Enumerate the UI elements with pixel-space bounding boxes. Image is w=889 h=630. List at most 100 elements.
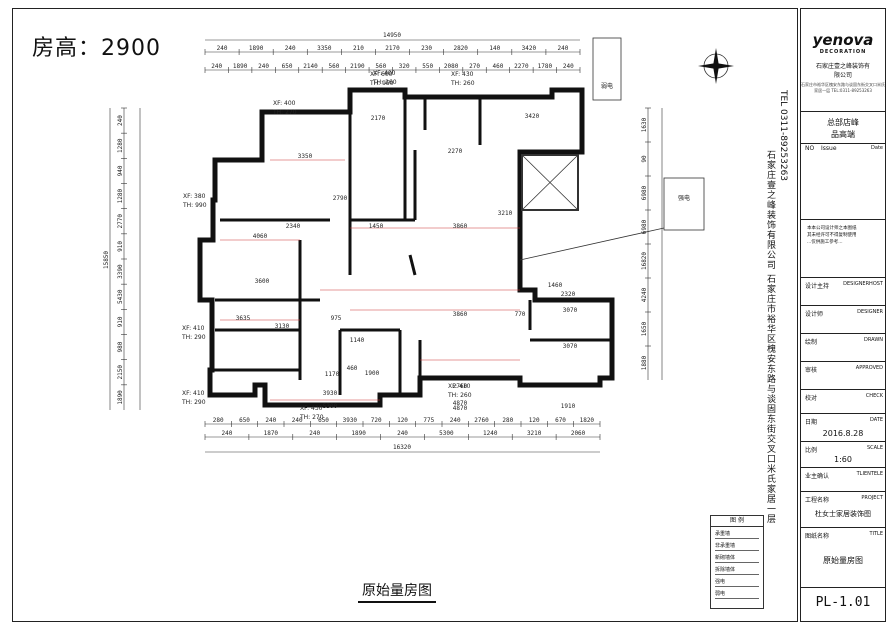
dim-bottom-1: 240	[450, 417, 461, 424]
room-dim: 3860	[453, 311, 468, 318]
dim-left: 1890	[117, 390, 124, 405]
ceiling-mark: TH: 950	[369, 80, 394, 87]
elevator-cross-2	[521, 154, 579, 211]
dim-top-2: 240	[563, 63, 574, 70]
dim-bottom-1: 240	[265, 417, 276, 424]
scale-value: 1:60	[834, 455, 852, 464]
dim-right: 1880	[641, 355, 648, 370]
dim-bottom-1: 240	[292, 417, 303, 424]
design-lead-en: DESIGNERHOST	[843, 281, 883, 287]
legend-row: 非承重墙	[715, 542, 759, 551]
dim-bottom-1: 3930	[343, 417, 358, 424]
ceiling-mark: TH: 290	[181, 334, 206, 341]
logo-subtitle: DECORATION	[819, 49, 867, 55]
dim-bottom-2: 2060	[571, 430, 586, 437]
dim-bottom-total: 16320	[393, 444, 411, 451]
room-dim: 1460	[548, 282, 563, 289]
dim-bottom-2: 240	[397, 430, 408, 437]
room-dim: 3070	[563, 307, 578, 314]
notice-text: 本本公司设计师之本图纸 其未经许可不得复制使用 ...仅供施工参考...	[807, 226, 857, 245]
dim-right: 4240	[641, 287, 648, 302]
interior-dimension-lines	[220, 159, 520, 401]
dim-left: 1280	[117, 188, 124, 203]
dim-top-1: 3420	[522, 45, 537, 52]
dim-bottom-1: 720	[371, 417, 382, 424]
dim-top-1: 240	[285, 45, 296, 52]
legend-title: 图 例	[711, 516, 763, 527]
dim-top-2: 2080	[444, 63, 459, 70]
north-compass-icon	[698, 48, 734, 84]
title-en: TITLE	[869, 531, 883, 537]
dim-top-1: 2170	[385, 45, 400, 52]
date-en: DATE	[869, 417, 883, 423]
approved-en: APPROVED	[855, 365, 883, 371]
room-height-label: 房高：2900	[32, 36, 161, 61]
dim-top-2: 1890	[233, 63, 248, 70]
dim-bottom-1: 650	[318, 417, 329, 424]
dim-right: 6980	[641, 219, 648, 234]
dim-top-1: 1890	[249, 45, 264, 52]
legend-row: 强电	[715, 578, 759, 587]
room-dim: 2340	[286, 223, 301, 230]
dim-top-1: 240	[217, 45, 228, 52]
ceiling-mark: XF: 380	[183, 193, 206, 200]
dim-bottom-1: 775	[423, 417, 434, 424]
label-weak-current: 弱电	[601, 82, 613, 90]
service-box-right	[663, 177, 705, 231]
designer-en: DESIGNER	[857, 309, 883, 315]
room-dim: 1910	[561, 403, 576, 410]
legend-row: 新砌墙体	[715, 554, 759, 563]
dim-left: 2770	[117, 214, 124, 229]
store-value: 品高端	[831, 130, 855, 139]
design-lead-label: 设计主持	[805, 283, 830, 290]
room-dim: 2270	[448, 148, 463, 155]
drawn-en: DRAWN	[864, 337, 883, 343]
scale-label: 比例	[805, 447, 818, 454]
room-dim: 3070	[563, 343, 578, 350]
room-dim: 3210	[498, 210, 513, 217]
room-dim: 1140	[350, 337, 365, 344]
drawing-title: 原始量房图	[358, 580, 436, 603]
room-dim: 1450	[369, 223, 384, 230]
ceiling-mark: TH: 990	[182, 202, 207, 209]
dim-top-2: 550	[422, 63, 433, 70]
dim-top-2: 560	[375, 63, 386, 70]
title-label: 图纸名称	[805, 533, 830, 540]
ceiling-mark: XF: 400	[273, 100, 296, 107]
ceiling-mark: TH: 270	[272, 109, 297, 116]
ceiling-mark: TH: 260	[450, 80, 475, 87]
dim-top-2: 240	[211, 63, 222, 70]
legend-row: 承重墙	[715, 530, 759, 539]
inner-walls	[212, 97, 612, 395]
check-label: 校对	[805, 395, 818, 402]
drawn-label: 绘制	[805, 339, 818, 346]
ceiling-mark: TH: 260	[447, 392, 472, 399]
dim-left: 910	[117, 316, 124, 327]
room-dim: 3420	[525, 113, 540, 120]
date-label: 日期	[805, 419, 818, 426]
store-label: 总部店峰	[827, 118, 859, 127]
dim-bottom-2: 5300	[439, 430, 454, 437]
room-dim: 460	[347, 365, 358, 372]
date-top-label: Date	[871, 145, 883, 151]
dim-bottom-1: 650	[239, 417, 250, 424]
drawing-frame	[12, 8, 798, 622]
dim-left: 910	[117, 241, 124, 252]
room-dim: 2760	[453, 383, 468, 390]
ceiling-mark: XF: 410	[448, 383, 471, 390]
company-tel-vertical: TEL 0311-89253263	[778, 90, 788, 182]
client-label: 业主确认	[805, 473, 830, 480]
ceiling-mark: XF: 410	[182, 390, 205, 397]
no-label: NO	[805, 145, 815, 152]
dim-top-2: 2270	[514, 63, 529, 70]
dim-left: 1280	[117, 138, 124, 153]
company-address: 石家庄市裕华区槐安东路与谈固东街交叉口米氏家居一层 TEL:0311-89253…	[801, 82, 885, 93]
room-dim: 3930	[323, 390, 338, 397]
legend-row: 拆除墙体	[715, 566, 759, 575]
ceiling-mark: XF: 400	[373, 70, 396, 77]
check-en: CHECK	[865, 393, 883, 399]
dim-top-2: 240	[258, 63, 269, 70]
